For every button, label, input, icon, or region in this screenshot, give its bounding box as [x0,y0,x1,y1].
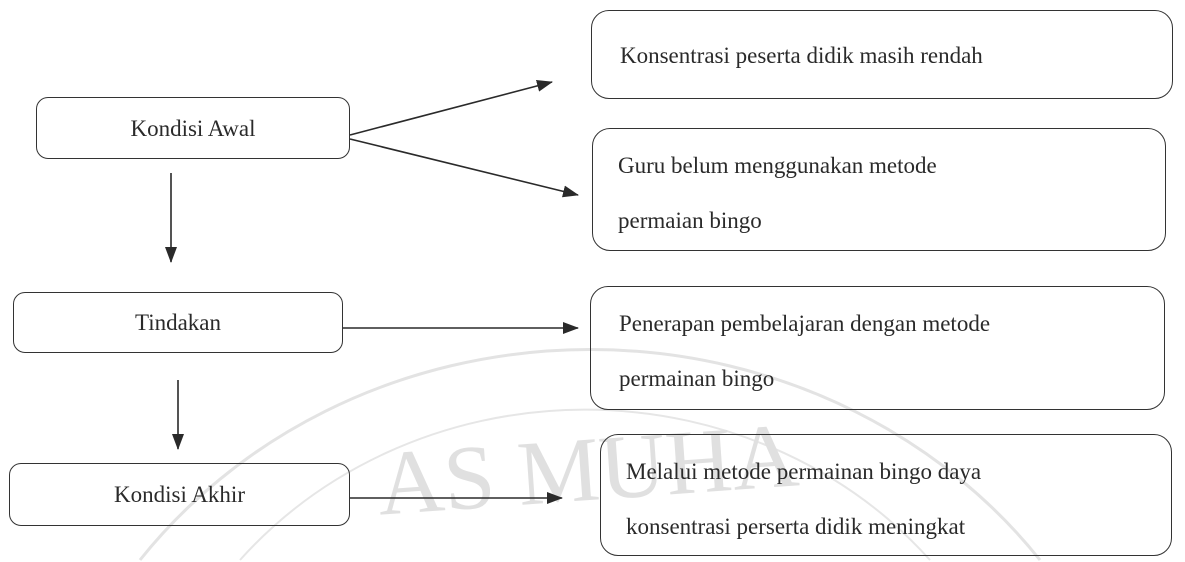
box-konsentrasi-rendah-line-1: Konsentrasi peserta didik masih rendah [620,43,983,68]
box-penerapan-line-1: Penerapan pembelajaran dengan metode [619,311,991,336]
arrow-awal-to-konsentrasi [349,80,553,136]
box-guru-belum-line-1: Guru belum menggunakan metode [618,153,937,178]
box-guru-belum: Guru belum menggunakan metode permaian b… [592,128,1166,251]
box-melalui-metode: Melalui metode permainan bingo daya kons… [600,434,1172,556]
box-konsentrasi-rendah: Konsentrasi peserta didik masih rendah [591,10,1173,99]
node-kondisi-awal: Kondisi Awal [36,97,350,159]
node-kondisi-awal-label: Kondisi Awal [130,115,256,141]
node-kondisi-akhir: Kondisi Akhir [9,463,350,526]
arrow-awal-to-guru [349,138,579,198]
box-melalui-metode-line-1: Melalui metode permainan bingo daya [626,459,982,484]
box-penerapan-line-2: permainan bingo [619,366,775,391]
node-tindakan-label: Tindakan [134,310,222,335]
box-melalui-metode-line-2: konsentrasi perserta didik meningkat [626,514,966,539]
box-penerapan: Penerapan pembelajaran dengan metode per… [590,286,1165,410]
node-tindakan: Tindakan [13,292,343,353]
node-kondisi-akhir-label: Kondisi Akhir [114,482,245,507]
box-guru-belum-line-2: permaian bingo [618,208,762,233]
